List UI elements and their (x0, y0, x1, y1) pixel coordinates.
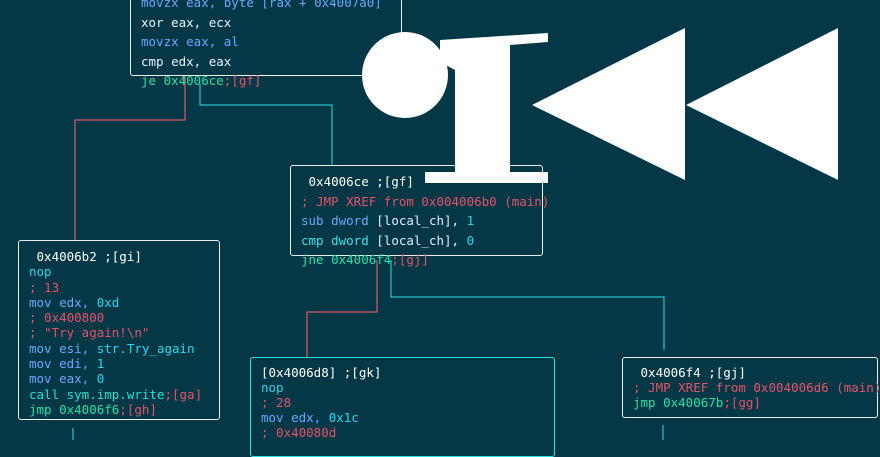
code-token: ;[gf] (223, 73, 262, 88)
graph-edges (72, 75, 665, 440)
code-token: ; JMP XREF from 0x004006b0 (main) (301, 193, 550, 209)
code-token: cmp edx, eax (141, 53, 232, 69)
code-token: movzx eax, al (141, 34, 239, 49)
code-line[interactable]: mov esi, str.Try_again (29, 341, 209, 356)
code-token: 0xd (96, 294, 120, 310)
code-token: jne 0x4006f4 (301, 252, 392, 267)
code-token: [local_ch], (376, 213, 467, 228)
code-token: 1 (466, 213, 475, 228)
code-token: movzx eax, byte [rax + 0x4007a0] (141, 0, 382, 10)
code-token: 0x4006f4 ;[gj] (633, 365, 746, 380)
edge-top-to-gf (199, 84, 333, 165)
code-token: ; "Try again!\n" (29, 325, 150, 341)
code-line[interactable]: mov edx, 0x1c (261, 410, 544, 425)
code-line[interactable]: jmp 0x4006f6;[gh] (29, 402, 209, 417)
code-token: ; 13 (29, 279, 60, 295)
edge-gf-to-gj (390, 260, 665, 350)
code-token: ; 0x40080d (261, 425, 337, 440)
code-token: 0x4006ce ;[gf] (301, 174, 414, 189)
code-token: jmp 0x4006f6 (29, 401, 120, 417)
code-token: nop (29, 264, 52, 280)
code-line[interactable]: mov edi, 1 (29, 356, 209, 371)
code-block-gf[interactable]: 0x4006ce ;[gf] ; JMP XREF from 0x004006b0… (290, 165, 549, 267)
code-line[interactable]: movzx eax, al (141, 32, 391, 52)
code-line[interactable]: mov eax, 0 (29, 371, 209, 386)
code-token: ; 0x400800 (29, 310, 105, 326)
code-token: ;[gh] (119, 401, 157, 417)
code-token: [0x4006d8] ;[gk] (261, 365, 382, 380)
code-token: [local_ch], (376, 232, 467, 248)
code-line[interactable]: ; 0x400800 (29, 310, 209, 325)
code-line[interactable]: movzx eax, byte [rax + 0x4007a0] (141, 0, 391, 13)
code-token: ;[gg] (723, 395, 761, 410)
code-line[interactable]: mov edx, 0xd (29, 295, 209, 310)
code-line[interactable]: cmp dword [local_ch], 0 (301, 231, 532, 251)
code-token: mov edx, (261, 410, 329, 425)
code-token: 0 (466, 232, 475, 248)
code-token: 1 (96, 356, 105, 372)
code-token: mov eax, (29, 371, 97, 387)
code-line[interactable]: ; "Try again!\n" (29, 325, 209, 340)
code-token: mov edi, (29, 356, 97, 372)
code-token: mov edx, (29, 294, 97, 310)
code-line[interactable]: ; 13 (29, 280, 209, 295)
code-token: je 0x4006ce (141, 73, 224, 88)
code-block-top[interactable]: movzx eax, byte [rax + 0x4007a0] xor eax,… (130, 0, 402, 88)
code-line[interactable]: xor eax, ecx (141, 13, 391, 33)
code-line[interactable]: nop (261, 380, 544, 395)
rewind-triangle-icon (532, 28, 685, 180)
code-line[interactable]: cmp edx, eax (141, 52, 391, 72)
code-token: jmp 0x40067b (633, 395, 724, 410)
code-line[interactable]: call sym.imp.write;[ga] (29, 387, 209, 402)
code-line[interactable]: [0x4006d8] ;[gk] (261, 365, 544, 380)
code-line[interactable]: 0x4006f4 ;[gj] (633, 365, 867, 380)
code-token: ;[ga] (164, 386, 203, 402)
r-glyph-icon (362, 32, 548, 183)
code-line[interactable]: 0x4006ce ;[gf] (301, 172, 532, 192)
code-line[interactable]: 0x4006b2 ;[gi] (29, 249, 209, 264)
code-line[interactable]: je 0x4006ce;[gf] (141, 71, 391, 91)
code-block-gj[interactable]: 0x4006f4 ;[gj]; JMP XREF from 0x004006d6… (622, 357, 880, 418)
radare2-logo (362, 28, 838, 183)
code-token: mov esi, (29, 340, 97, 356)
code-token: cmp dword (301, 232, 377, 248)
code-token: 0x1c (328, 410, 359, 425)
code-line[interactable]: ; 0x40080d (261, 425, 544, 440)
code-token: call sym.imp.write (29, 386, 165, 402)
edge-top-to-gi (74, 75, 186, 240)
code-token: ; JMP XREF from 0x004006d6 (main) (633, 380, 880, 395)
code-line[interactable]: jne 0x4006f4;[gj] (301, 250, 532, 270)
code-token: ;[gj] (391, 252, 429, 267)
edge-gf-to-gk (306, 260, 378, 357)
code-token: ; 28 (261, 395, 292, 410)
code-token: sub dword (301, 213, 377, 228)
rewind-triangle-icon (686, 28, 838, 180)
code-line[interactable]: nop (29, 264, 209, 279)
code-line[interactable]: ; 28 (261, 395, 544, 410)
code-line[interactable]: sub dword [local_ch], 1 (301, 211, 532, 231)
code-token: 0 (96, 371, 105, 387)
code-line[interactable]: ; JMP XREF from 0x004006d6 (main) (633, 380, 880, 395)
code-token: 0x4006b2 ;[gi] (29, 249, 142, 264)
code-line[interactable]: jmp 0x40067b;[gg] (633, 395, 867, 410)
code-token: nop (261, 380, 284, 395)
code-token: xor eax, ecx (141, 14, 232, 30)
code-line[interactable]: ; JMP XREF from 0x004006b0 (main) (301, 192, 549, 212)
code-token: str.Try_again (96, 340, 195, 356)
